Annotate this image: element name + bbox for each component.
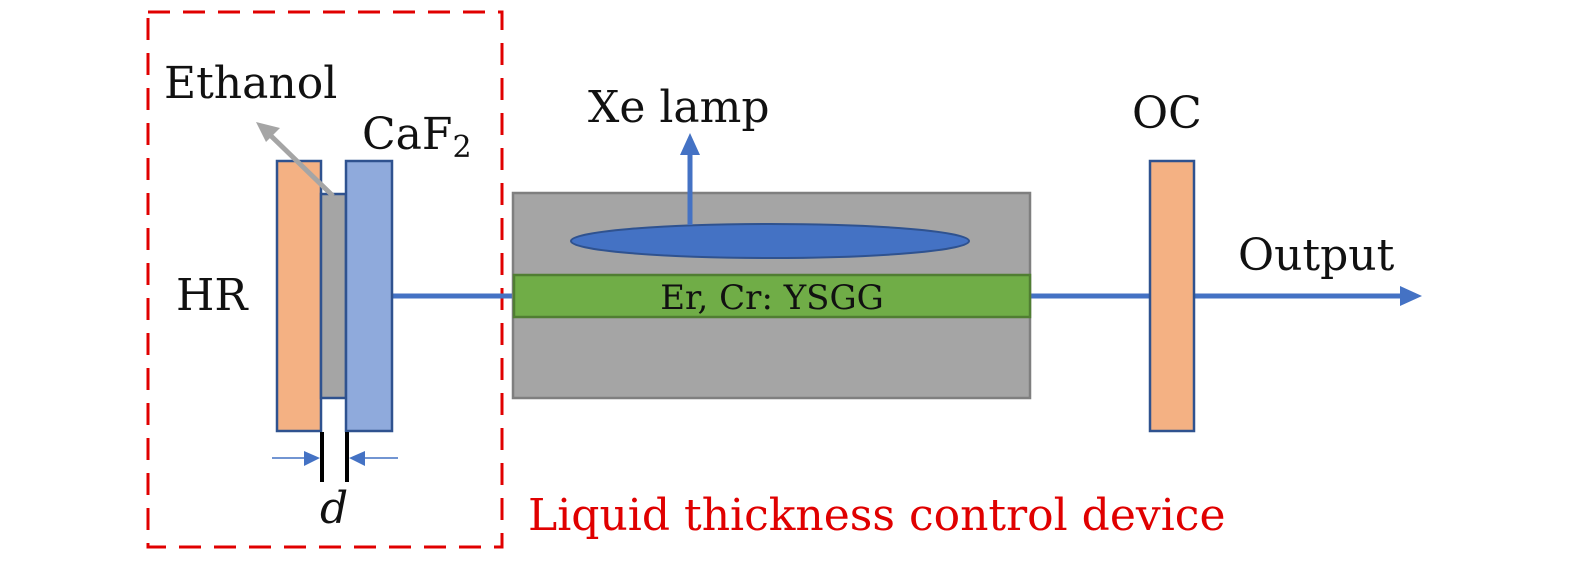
output-label: Output	[1238, 230, 1395, 281]
xe-lamp-pointer-arrowhead-icon	[680, 133, 700, 155]
caf2-label-main: CaF	[362, 109, 452, 160]
hr-mirror	[275, 159, 323, 433]
hr-label: HR	[176, 270, 249, 321]
caf2-label-subscript: 2	[452, 130, 471, 165]
device-boundary-box	[146, 10, 504, 549]
caf2-window	[344, 159, 394, 433]
xe-lamp-label: Xe lamp	[588, 82, 770, 133]
oc-mirror	[1148, 159, 1196, 433]
oc-label: OC	[1132, 88, 1202, 139]
output-arrowhead-icon	[1400, 286, 1422, 306]
thickness-d-label: d	[320, 483, 348, 534]
thickness-arrow-right-head-icon	[349, 451, 365, 466]
er-cr-ysgg-crystal	[512, 273, 1032, 319]
ethanol-label: Ethanol	[164, 58, 337, 109]
device-label: Liquid thickness control device	[528, 490, 1226, 541]
caf2-label: CaF2	[362, 109, 472, 165]
xe-lamp	[570, 223, 970, 259]
crystal-label: Er, Cr: YSGG	[660, 278, 884, 318]
ethanol-pointer-line	[266, 131, 335, 198]
ethanol-pointer-arrowhead-icon	[256, 122, 280, 142]
thickness-arrow-left-head-icon	[304, 451, 320, 466]
ethanol-layer	[319, 192, 348, 400]
